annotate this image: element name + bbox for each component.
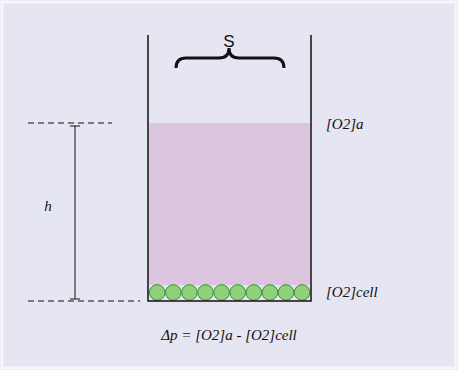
cell	[230, 285, 246, 301]
cell	[262, 285, 278, 301]
cell	[278, 285, 294, 301]
cell	[294, 285, 310, 301]
height-tick	[70, 126, 80, 127]
cell	[246, 285, 262, 301]
surface-label: S	[223, 33, 234, 52]
concentration-label: [O2]cell	[326, 284, 378, 301]
cell	[198, 285, 214, 301]
medium-fill	[149, 123, 310, 285]
cell	[214, 285, 230, 301]
cell-layer	[149, 285, 310, 301]
dashed-line	[28, 301, 140, 302]
cell	[166, 285, 182, 301]
height-line	[75, 126, 76, 299]
vessel	[148, 35, 311, 301]
brace	[176, 48, 284, 68]
equation: Δp = [O2]a - [O2]cell	[161, 327, 297, 344]
cell	[149, 285, 165, 301]
dashed-line	[28, 123, 112, 124]
concentration-label: [O2]a	[326, 116, 364, 133]
height-label: h	[44, 198, 52, 215]
height-tick	[70, 299, 80, 300]
cell	[182, 285, 198, 301]
